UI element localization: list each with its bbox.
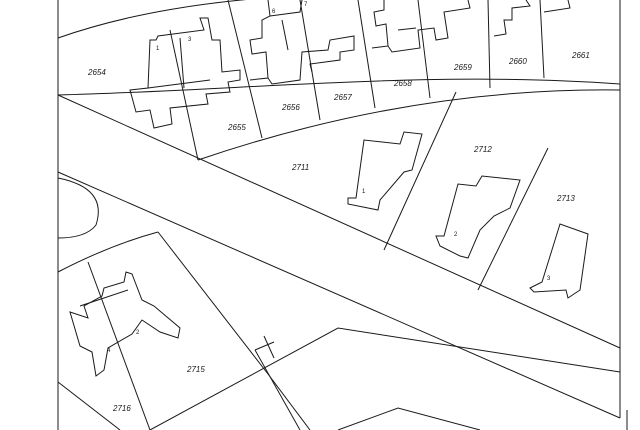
house-number: 6	[272, 9, 276, 15]
parcel-label-2655: 2655	[227, 123, 246, 132]
parcel-boundaries	[57, 0, 621, 430]
parcel-label-2654: 2654	[87, 68, 106, 77]
house-number: 7	[304, 2, 308, 8]
map-frame	[57, 0, 628, 430]
parcel-label-2657: 2657	[333, 93, 352, 102]
parcel-label-2715: 2715	[186, 365, 205, 374]
parcel-label-2659: 2659	[453, 63, 472, 72]
house-number: 1	[156, 46, 160, 52]
parcel-label-2712: 2712	[473, 145, 492, 154]
parcel-label-2660: 2660	[508, 57, 527, 66]
parcel-label-2711: 2711	[291, 163, 309, 172]
house-number: 4	[107, 348, 111, 354]
parcel-labels: 2654 2655 2656 2657 2658 2659 2660 2661 …	[87, 51, 590, 413]
parcel-label-2713: 2713	[556, 194, 575, 203]
house-number-labels: 1 3 6 7 1 2 3 4 2	[107, 2, 551, 354]
house-number: 1	[362, 189, 366, 195]
parcel-label-2656: 2656	[281, 103, 300, 112]
parcel-label-2661: 2661	[571, 51, 590, 60]
parcel-label-2716: 2716	[112, 404, 131, 413]
house-number: 3	[188, 37, 192, 43]
house-number: 3	[547, 276, 551, 282]
street-lines	[57, 0, 621, 419]
parcel-label-2658: 2658	[393, 79, 412, 88]
house-number: 2	[136, 330, 140, 336]
building-outlines	[69, 0, 589, 377]
house-number: 2	[454, 232, 458, 238]
